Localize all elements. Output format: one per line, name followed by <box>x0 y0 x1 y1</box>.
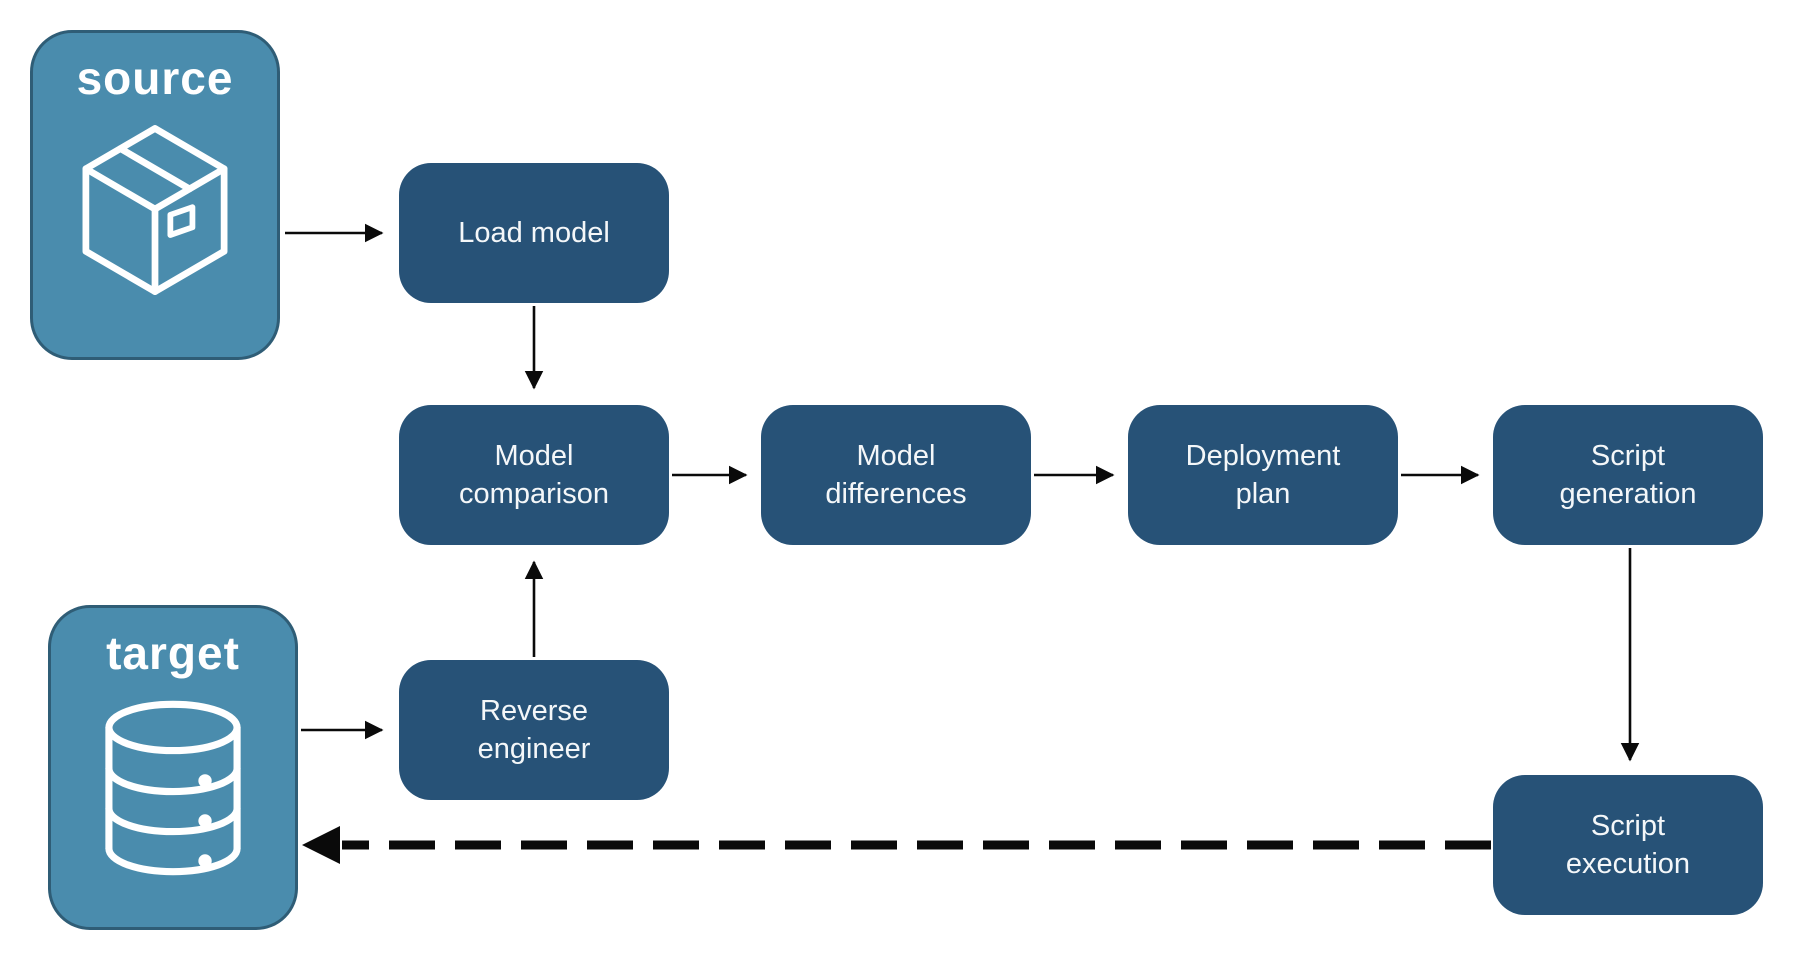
endpoint-source-label: source <box>76 52 234 104</box>
database-icon <box>105 700 241 876</box>
node-label: Script generation <box>1559 439 1697 510</box>
node-script-execution: Script execution <box>1493 775 1763 915</box>
node-deployment-plan: Deployment plan <box>1128 405 1398 545</box>
node-label: Model comparison <box>459 439 609 510</box>
node-label: Load model <box>458 216 610 249</box>
node-label: Model differences <box>825 439 967 510</box>
node-load-model: Load model <box>399 163 669 303</box>
node-model-comparison: Model comparison <box>399 405 669 545</box>
endpoint-target: target <box>48 605 298 930</box>
dashed-arrowhead <box>302 826 340 864</box>
node-label: Reverse engineer <box>477 694 591 765</box>
node-script-generation: Script generation <box>1493 405 1763 545</box>
node-label: Script execution <box>1565 809 1691 880</box>
node-reverse-engineer: Reverse engineer <box>399 660 669 800</box>
node-model-differences: Model differences <box>761 405 1031 545</box>
endpoint-target-label: target <box>106 627 240 679</box>
node-label: Deployment plan <box>1185 439 1341 510</box>
endpoint-source: source <box>30 30 280 360</box>
package-icon <box>82 125 228 295</box>
